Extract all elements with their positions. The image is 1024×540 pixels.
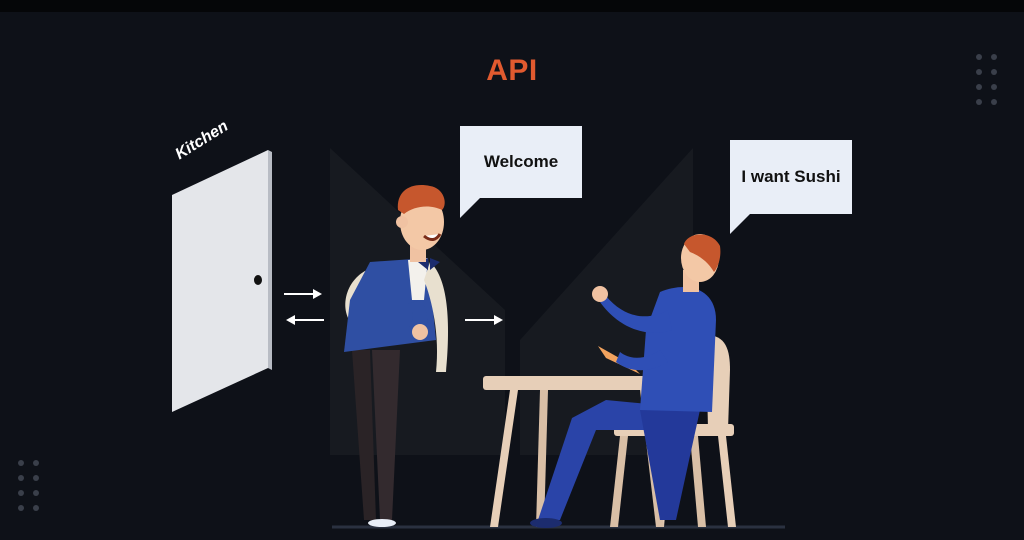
speech-bubble-waiter: Welcome <box>460 126 582 218</box>
kitchen-door <box>172 150 272 412</box>
waiter-figure <box>344 185 449 527</box>
arrow-left-icon <box>286 315 324 325</box>
dots-grid-icon <box>976 54 997 105</box>
door-knob <box>254 275 262 285</box>
top-bar <box>0 0 1024 12</box>
speech-bubble-waiter-text: Welcome <box>483 152 559 171</box>
page-title: API <box>486 54 538 87</box>
speech-bubble-customer: I want Sushi <box>730 140 852 234</box>
arrow-right-icon <box>465 315 503 325</box>
customer-figure <box>530 234 721 528</box>
speech-bubble-customer-text: I want Sushi <box>741 167 841 186</box>
arrow-right-icon <box>284 289 322 299</box>
dots-grid-icon <box>18 460 39 511</box>
